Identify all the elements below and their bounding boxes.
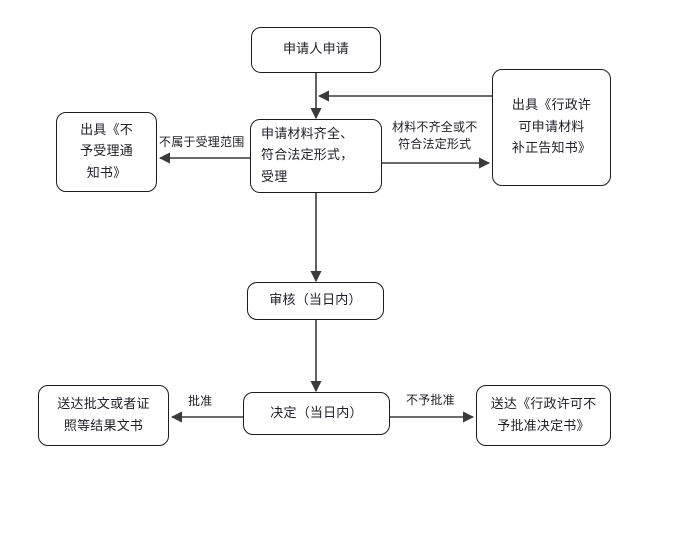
edge-label-out-of-scope: 不属于受理范围	[159, 135, 245, 149]
node-issue-correction-notice[interactable]: 出具《行政许 可申请材料 补正告知书》	[492, 69, 611, 186]
node-label: 出具《行政许 可申请材料 补正告知书》	[511, 98, 592, 157]
node-label: 申请材料齐全、 符合法定形式， 受理	[261, 126, 354, 185]
node-applicant-application[interactable]: 申请人申请	[251, 27, 381, 73]
node-deliver-rejection-decision[interactable]: 送达《行政许可不 予批准决定书》	[476, 385, 611, 446]
edge-label-not-approved: 不予批准	[406, 393, 455, 407]
node-label: 申请人申请	[282, 42, 349, 58]
node-label: 审核（当日内）	[269, 293, 362, 309]
node-decision-same-day[interactable]: 决定（当日内）	[243, 392, 390, 435]
node-label: 送达批文或者证 照等结果文书	[57, 397, 150, 434]
edge-label-materials-incomplete: 材料不齐全或不 符合法定形式	[392, 120, 478, 152]
node-label: 出具《不 予受理通 知书》	[80, 122, 133, 181]
node-label: 决定（当日内）	[270, 405, 363, 421]
node-issue-non-acceptance-notice[interactable]: 出具《不 予受理通 知书》	[56, 112, 157, 192]
node-deliver-approval-documents[interactable]: 送达批文或者证 照等结果文书	[38, 385, 169, 446]
node-label: 送达《行政许可不 予批准决定书》	[490, 397, 597, 434]
node-review-same-day[interactable]: 审核（当日内）	[247, 282, 384, 320]
node-materials-complete-accept[interactable]: 申请材料齐全、 符合法定形式， 受理	[250, 119, 382, 193]
edge-label-approved: 批准	[188, 394, 213, 408]
